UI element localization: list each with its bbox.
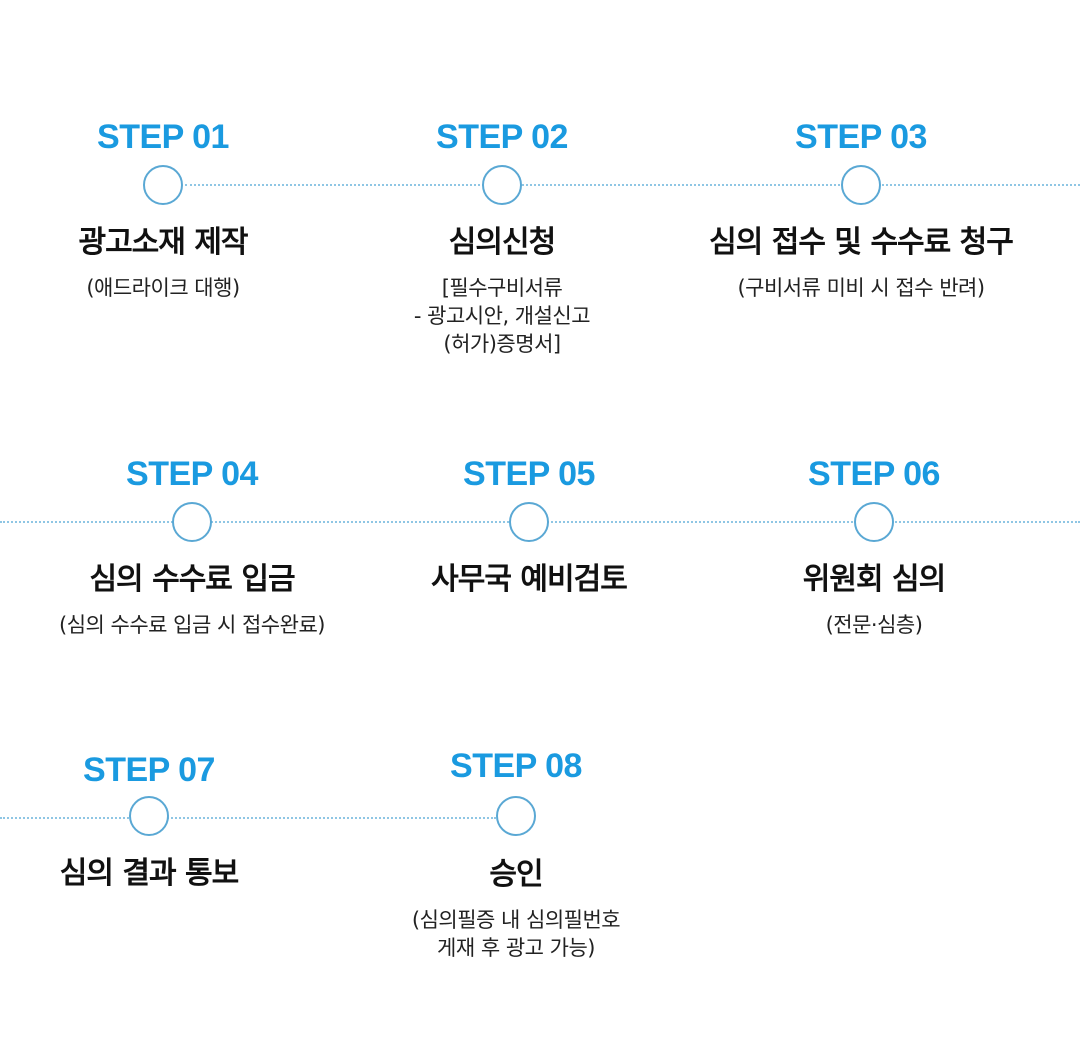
step-description: (전문·심층) bbox=[704, 611, 1044, 639]
step-description-line: (애드라이크 대행) bbox=[86, 276, 240, 300]
step-node-circle bbox=[496, 796, 536, 836]
step-node-circle bbox=[854, 502, 894, 542]
step-description-line: 게재 후 광고 가능) bbox=[437, 936, 595, 960]
step-description: [필수구비서류 - 광고시안, 개설신고 (허가)증명서] bbox=[332, 274, 672, 358]
step-node-circle bbox=[172, 502, 212, 542]
step-description: (구비서류 미비 시 접수 반려) bbox=[691, 274, 1031, 302]
connector-line-row-3 bbox=[0, 817, 496, 819]
step-6: STEP 06 위원회 심의 (전문·심층) bbox=[704, 455, 1044, 655]
step-label: STEP 04 bbox=[126, 455, 258, 493]
step-node-circle bbox=[841, 165, 881, 205]
step-description-line: - 광고시안, 개설신고 bbox=[413, 304, 591, 328]
step-label: STEP 07 bbox=[83, 751, 215, 789]
connector-line-row-1 bbox=[185, 184, 1080, 186]
step-1: STEP 01 광고소재 제작 (애드라이크 대행) bbox=[0, 118, 333, 318]
step-description: (애드라이크 대행) bbox=[0, 274, 333, 302]
step-description-line: (허가)증명서] bbox=[443, 332, 561, 356]
step-node-circle bbox=[143, 165, 183, 205]
step-label: STEP 01 bbox=[97, 118, 229, 156]
step-node-circle bbox=[129, 796, 169, 836]
step-title: 승인 bbox=[489, 857, 543, 892]
step-node-circle bbox=[482, 165, 522, 205]
step-title: 위원회 심의 bbox=[802, 562, 946, 597]
step-title: 광고소재 제작 bbox=[78, 225, 248, 260]
step-8: STEP 08 승인 (심의필증 내 심의필번호 게재 후 광고 가능) bbox=[346, 747, 686, 987]
step-label: STEP 05 bbox=[463, 455, 595, 493]
step-title: 심의 수수료 입금 bbox=[89, 562, 295, 597]
step-2: STEP 02 심의신청 [필수구비서류 - 광고시안, 개설신고 (허가)증명… bbox=[332, 118, 672, 388]
step-label: STEP 06 bbox=[808, 455, 940, 493]
step-title: 심의 접수 및 수수료 청구 bbox=[709, 225, 1014, 260]
step-description-line: (전문·심층) bbox=[825, 613, 923, 637]
step-description-line: [필수구비서류 bbox=[441, 276, 563, 300]
step-4: STEP 04 심의 수수료 입금 (심의 수수료 입금 시 접수완료) bbox=[22, 455, 362, 655]
step-label: STEP 03 bbox=[795, 118, 927, 156]
step-description-line: (구비서류 미비 시 접수 반려) bbox=[737, 276, 985, 300]
step-title: 심의신청 bbox=[448, 225, 556, 260]
step-label: STEP 08 bbox=[450, 747, 582, 785]
step-title: 사무국 예비검토 bbox=[431, 562, 628, 597]
step-label: STEP 02 bbox=[436, 118, 568, 156]
step-description: (심의 수수료 입금 시 접수완료) bbox=[22, 611, 362, 639]
step-description: (심의필증 내 심의필번호 게재 후 광고 가능) bbox=[346, 906, 686, 962]
step-3: STEP 03 심의 접수 및 수수료 청구 (구비서류 미비 시 접수 반려) bbox=[691, 118, 1031, 318]
step-node-circle bbox=[509, 502, 549, 542]
step-5: STEP 05 사무국 예비검토 bbox=[359, 455, 699, 615]
step-description-line: (심의 수수료 입금 시 접수완료) bbox=[59, 613, 325, 637]
step-7: STEP 07 심의 결과 통보 bbox=[0, 751, 319, 911]
step-title: 심의 결과 통보 bbox=[59, 856, 240, 891]
step-description-line: (심의필증 내 심의필번호 bbox=[411, 908, 621, 932]
